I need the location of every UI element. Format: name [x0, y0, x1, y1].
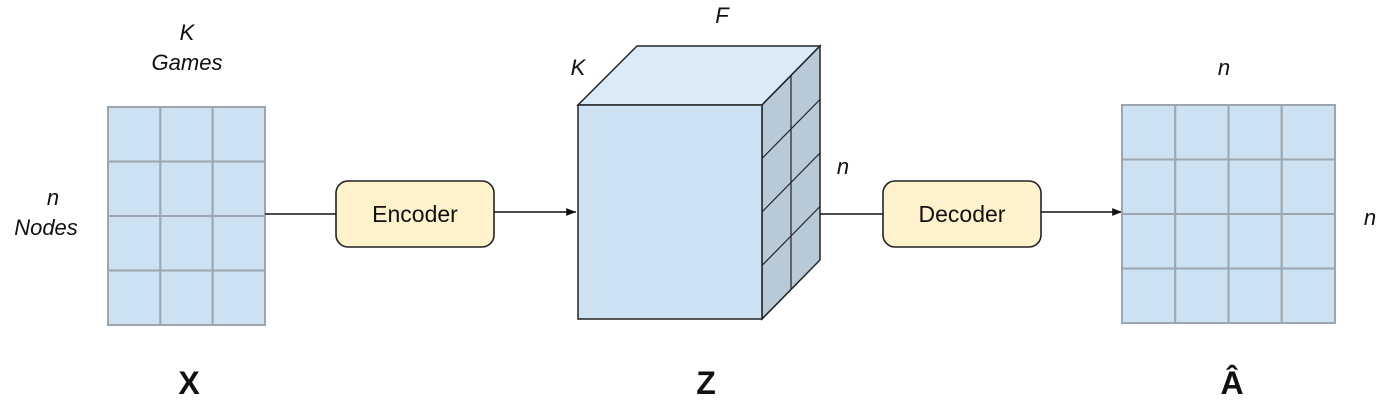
matrix-x-side-label-nodes: Nodes [14, 215, 78, 240]
matrix-a-cell [1227, 267, 1283, 324]
matrix-a-hat [1121, 104, 1336, 324]
matrix-x-cell [159, 215, 214, 272]
matrix-a-cell [1174, 267, 1230, 324]
matrix-a-side-label-n: n [1364, 205, 1376, 230]
encoder-box: Encoder [335, 180, 495, 248]
matrix-a-cell [1174, 158, 1230, 215]
matrix-x-cell [107, 160, 162, 217]
matrix-a-cell [1227, 213, 1283, 270]
encoder-label: Encoder [372, 201, 458, 227]
matrix-x [107, 106, 267, 326]
matrix-x-cell [107, 106, 162, 163]
matrix-x-cell [107, 269, 162, 326]
matrix-a-cell [1174, 104, 1230, 161]
matrix-a-cell [1121, 104, 1177, 161]
matrix-x-cell [159, 160, 214, 217]
decoder-label: Decoder [919, 201, 1006, 227]
matrix-a-cell [1280, 104, 1336, 161]
matrix-a-top-label-n: n [1218, 55, 1230, 80]
matrix-a-cell [1227, 158, 1283, 215]
matrix-x-cell [159, 269, 214, 326]
decoder-box: Decoder [882, 180, 1042, 248]
matrix-a-cell [1280, 213, 1336, 270]
matrix-x-cell [211, 106, 267, 163]
cube-side-grid [761, 75, 821, 290]
matrix-a-cell [1121, 158, 1177, 215]
matrix-a-cell [1121, 213, 1177, 270]
tensor-z [576, 44, 822, 321]
matrix-x-top-label-k: K [180, 20, 196, 45]
matrix-x-cell [211, 160, 267, 217]
matrix-x-caption: X [178, 365, 200, 401]
matrix-a-caption: Â [1220, 365, 1243, 401]
matrix-x-top-label-games: Games [152, 50, 223, 75]
tensor-z-height-label: n [837, 154, 849, 179]
matrix-a-cell [1121, 267, 1177, 324]
matrix-a-cell [1280, 267, 1336, 324]
tensor-z-caption: Z [696, 365, 716, 401]
matrix-x-cell [107, 215, 162, 272]
matrix-x-cell [211, 269, 267, 326]
matrix-a-cell [1280, 158, 1336, 215]
matrix-x-side-label-n: n [47, 185, 59, 210]
matrix-x-cell [159, 106, 214, 163]
matrix-a-cell [1227, 104, 1283, 161]
cube-front-face [577, 104, 763, 320]
tensor-z-width-label: F [715, 3, 730, 28]
tensor-z-depth-label: K [571, 55, 587, 80]
matrix-a-cell [1174, 213, 1230, 270]
matrix-x-cell [211, 215, 267, 272]
